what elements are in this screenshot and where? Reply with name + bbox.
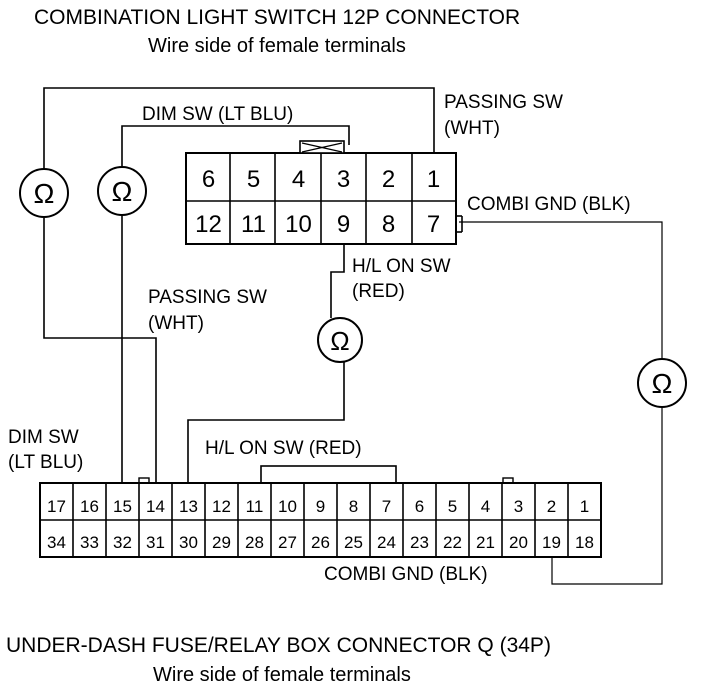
- wire-hl-on-sw: [330, 244, 345, 318]
- label-dim-sw-top: DIM SW (LT BLU): [142, 104, 293, 125]
- top-pin-label: 9: [337, 211, 350, 238]
- bottom-pin-label: 20: [509, 533, 528, 552]
- ohm-symbol: Ω: [330, 326, 349, 356]
- ohmmeter-combi-gnd: Ω: [637, 358, 687, 408]
- wire-passing-sw-lower: [43, 218, 157, 482]
- label-passing-sw-top-color: (WHT): [444, 118, 500, 139]
- bottom-pin-label: 2: [547, 497, 556, 516]
- bottom-connector-subtitle: Wire side of female terminals: [153, 664, 411, 686]
- top-pin-label: 1: [427, 166, 440, 193]
- bottom-pin-label: 18: [575, 533, 594, 552]
- top-pin-label: 7: [427, 211, 440, 238]
- wire-combi-gnd: [459, 221, 663, 358]
- bottom-pin-label: 8: [349, 497, 358, 516]
- bottom-pin-label: 15: [113, 497, 132, 516]
- ohm-symbol: Ω: [652, 368, 673, 399]
- bottom-pin-label: 25: [344, 533, 363, 552]
- bottom-pin-label: 17: [47, 497, 66, 516]
- bottom-pin-label: 23: [410, 533, 429, 552]
- top-connector-subtitle: Wire side of female terminals: [148, 35, 406, 57]
- bottom-pin-label: 1: [580, 497, 589, 516]
- bottom-pin-label: 34: [47, 533, 66, 552]
- label-passing-sw-mid: PASSING SW: [148, 287, 267, 308]
- label-hl-on-sw-top-color: (RED): [352, 281, 405, 302]
- bottom-pin-label: 3: [514, 497, 523, 516]
- bottom-pin-label: 27: [278, 533, 297, 552]
- bottom-pin-label: 11: [246, 497, 264, 516]
- bottom-pin-label: 22: [443, 533, 462, 552]
- bottom-pin-label: 21: [476, 533, 495, 552]
- top-connector: 6 5 4 3 2 1 12 11 10 9 8 7: [185, 140, 463, 245]
- top-pin-label: 3: [337, 166, 350, 193]
- label-dim-sw-left-color: (LT BLU): [8, 452, 83, 473]
- wire-hl-on-sw-lower: [187, 360, 345, 482]
- top-pin-label: 11: [241, 211, 266, 238]
- ohm-symbol: Ω: [34, 178, 55, 209]
- top-pin-label: 4: [292, 166, 305, 193]
- bottom-pin-label: 26: [311, 533, 330, 552]
- label-hl-on-sw-bottom: H/L ON SW (RED): [205, 438, 362, 459]
- wire-combi-gnd-lower: [551, 407, 663, 585]
- bottom-pin-label: 13: [179, 497, 198, 516]
- label-combi-gnd-bottom: COMBI GND (BLK): [324, 564, 488, 585]
- wire-dim-sw: [121, 125, 350, 168]
- label-combi-gnd-top: COMBI GND (BLK): [467, 194, 631, 215]
- bottom-pin-label: 6: [415, 497, 424, 516]
- label-passing-sw-top: PASSING SW: [444, 92, 563, 113]
- ohmmeter-dim-sw: Ω: [97, 166, 147, 216]
- bottom-pin-label: 16: [80, 497, 99, 516]
- bottom-pin-label: 7: [382, 497, 391, 516]
- bottom-pin-label: 5: [448, 497, 457, 516]
- bottom-pin-label: 4: [481, 497, 490, 516]
- bottom-pin-label: 33: [80, 533, 99, 552]
- top-pin-label: 12: [195, 211, 222, 238]
- bottom-connector-title: UNDER-DASH FUSE/RELAY BOX CONNECTOR Q (3…: [6, 634, 551, 657]
- bottom-pin-label: 10: [278, 497, 297, 516]
- top-pin-label: 6: [202, 166, 215, 193]
- bottom-pin-label: 30: [179, 533, 198, 552]
- bottom-pin-label: 32: [113, 533, 132, 552]
- bottom-pin-label: 31: [146, 533, 165, 552]
- bottom-pin-label: 29: [212, 533, 231, 552]
- top-pin-label: 5: [247, 166, 260, 193]
- bottom-pin-label: 9: [316, 497, 325, 516]
- top-pin-label: 10: [285, 211, 312, 238]
- bottom-pin-label: 28: [245, 533, 264, 552]
- ohm-symbol: Ω: [112, 176, 133, 207]
- ohmmeter-hl-on-sw: Ω: [317, 317, 363, 363]
- label-dim-sw-left: DIM SW: [8, 427, 79, 448]
- top-connector-title: COMBINATION LIGHT SWITCH 12P CONNECTOR: [34, 6, 520, 29]
- top-pin-label: 8: [382, 211, 395, 238]
- wire-passing-sw: [43, 87, 435, 170]
- bottom-pin-label: 24: [377, 533, 396, 552]
- ohmmeter-passing-sw: Ω: [19, 168, 69, 218]
- label-passing-sw-mid-color: (WHT): [148, 313, 204, 334]
- bottom-pin-label: 12: [212, 497, 231, 516]
- top-pin-label: 2: [382, 166, 395, 193]
- bottom-connector-lock-tab: [260, 465, 397, 485]
- label-hl-on-sw-top: H/L ON SW: [352, 256, 451, 277]
- bottom-pin-label: 14: [146, 497, 165, 516]
- bottom-pin-label: 19: [542, 533, 561, 552]
